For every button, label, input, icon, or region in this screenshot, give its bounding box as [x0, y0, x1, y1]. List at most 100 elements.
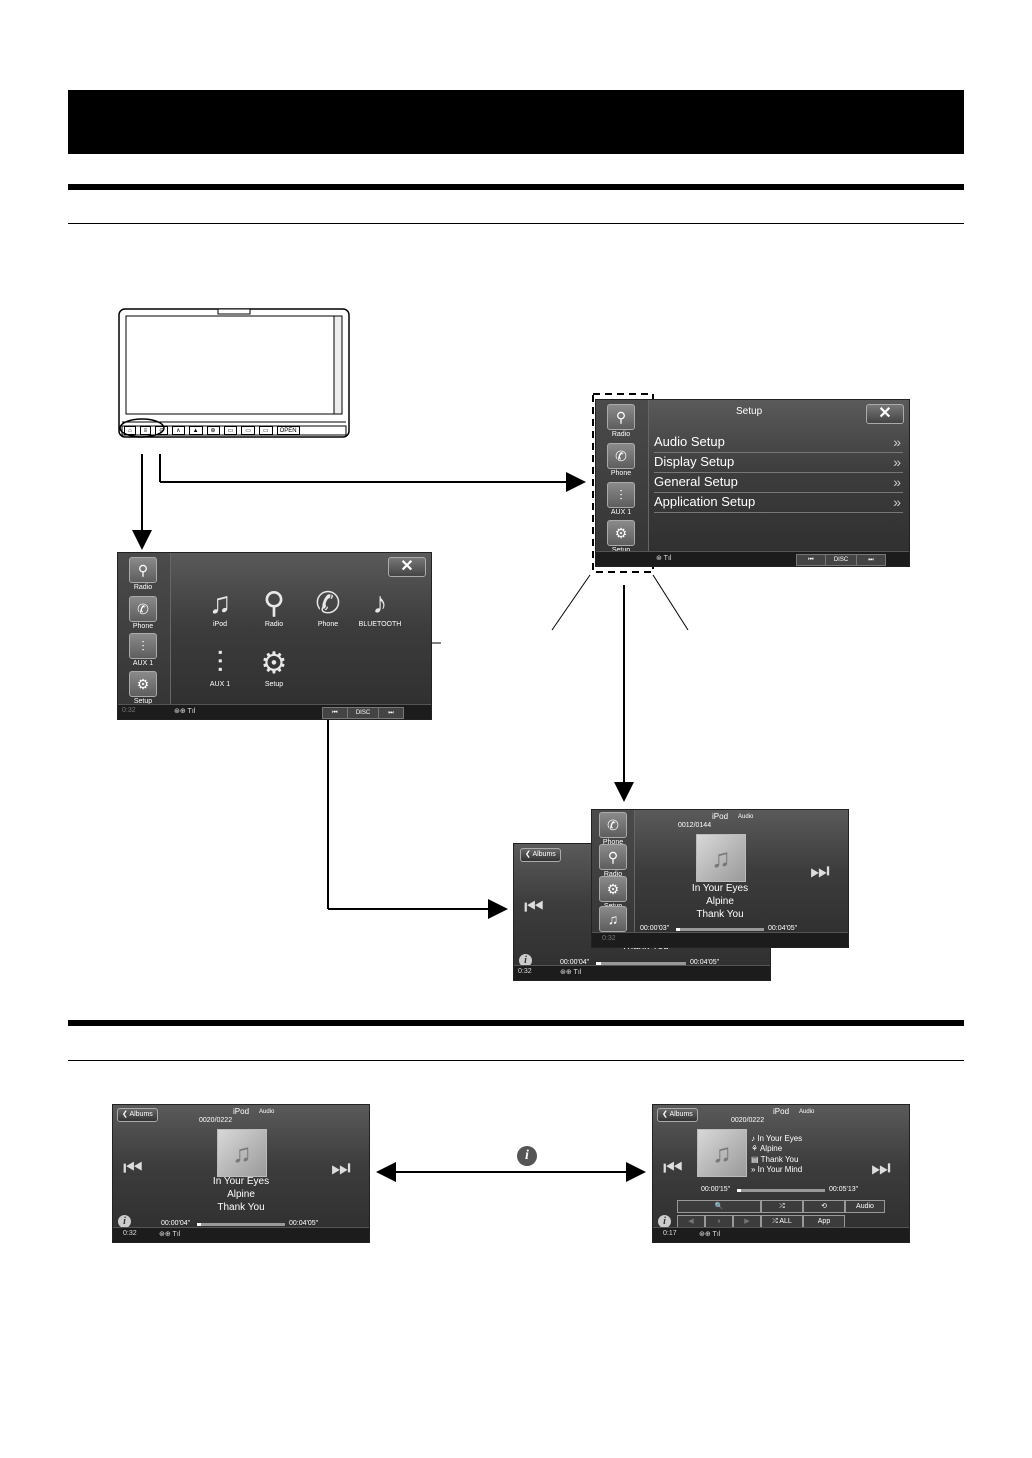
next-track-icon[interactable]: ⏭ — [810, 858, 830, 883]
search-icon: 🔍 — [714, 1203, 724, 1210]
home-icon-ipod[interactable]: ♫ iPod — [190, 587, 250, 628]
search-button[interactable]: 🔍 — [677, 1200, 761, 1213]
shuffle-button[interactable]: ⤮ — [761, 1200, 803, 1213]
home-icon-phone[interactable]: ✆ Phone — [298, 587, 358, 628]
sidebar-item-label: Radio — [603, 871, 623, 878]
progress-bar[interactable] — [197, 1223, 285, 1226]
device-button-5[interactable]: ▲ — [188, 426, 203, 435]
sidebar-item-label: Radio — [133, 584, 153, 591]
albums-button[interactable]: ❮ Albums — [657, 1108, 698, 1122]
home-icon-aux[interactable]: ⫶ AUX 1 — [190, 647, 250, 688]
albums-button[interactable]: ❮ Albums — [520, 848, 561, 862]
artist-name: ⚘ Alpine — [751, 1144, 783, 1153]
device-button-3[interactable]: ⊖ — [155, 426, 169, 435]
home-icon-radio[interactable]: ⚲ Radio — [244, 587, 304, 628]
info-icon[interactable]: i — [118, 1215, 131, 1228]
ipod-screen-basic: ❮ Albums iPod Audio 0020/0222 ♫ ⏮ ⏭ In Y… — [113, 1105, 369, 1242]
next-button[interactable]: ⏭ — [378, 707, 404, 719]
info-icon[interactable]: i — [658, 1215, 671, 1228]
next-button[interactable]: ⏭ — [856, 554, 886, 566]
device-button-4[interactable]: ∧ — [172, 426, 185, 435]
setup-icon: ⚙ — [607, 520, 635, 546]
home-icon-label: Radio — [264, 621, 284, 628]
ipod-sidebar: ✆ Phone ⚲ Radio ⚙ Setup ♫ iPod — [592, 810, 635, 947]
sidebar-item-radio[interactable]: ⚲ Radio — [596, 844, 630, 880]
prev-track-icon[interactable]: ⏮ — [663, 1155, 683, 1180]
sidebar-item-aux[interactable]: ⫶ AUX 1 — [126, 633, 160, 669]
mode-label: Audio — [738, 814, 754, 820]
prev-button[interactable]: ⏮ — [322, 707, 348, 719]
track-title: In Your Eyes — [691, 883, 749, 894]
sidebar-item-radio[interactable]: ⚲ Radio — [604, 404, 638, 440]
ipod-front-bottom-bar: 0:32 — [592, 932, 848, 947]
next-icon: ⏭ — [388, 710, 394, 716]
device-button-9[interactable]: ▭ — [258, 426, 273, 435]
device-open-button[interactable]: OPEN — [276, 426, 300, 435]
albums-label: Albums — [129, 1111, 153, 1118]
home-icon-setup[interactable]: ⚙ Setup — [244, 647, 304, 688]
disc-seek-button[interactable]: DISC SEEK — [347, 707, 379, 719]
clock: 0:32 — [518, 968, 532, 975]
phone-icon: ✆ — [315, 587, 341, 620]
albums-button[interactable]: ❮ Albums — [117, 1108, 158, 1122]
sidebar-item-label: Phone — [132, 623, 154, 630]
menu-item-label: Audio Setup — [654, 434, 725, 449]
audio-button[interactable]: Audio — [845, 1200, 885, 1213]
menu-item-application-setup[interactable]: Application Setup » — [654, 492, 903, 513]
sidebar-item-phone[interactable]: ✆ Phone — [604, 443, 638, 479]
status-icons: ⊛⊕ Tıl — [159, 1231, 181, 1238]
sidebar-item-radio[interactable]: ⚲ Radio — [126, 557, 160, 593]
setup-icon: ⚙ — [260, 647, 288, 680]
sidebar-item-aux[interactable]: ⫶ AUX 1 — [604, 482, 638, 518]
sidebar-item-setup[interactable]: ⚙ Setup — [596, 876, 630, 912]
track-counter: 0012/0144 — [678, 822, 712, 829]
sidebar-item-setup[interactable]: ⚙ Setup — [604, 520, 638, 556]
album-art: ♫ — [697, 1129, 747, 1177]
home-icon-label: AUX 1 — [209, 681, 231, 688]
next-track-icon[interactable]: ⏭ — [331, 1155, 351, 1180]
device-button-8[interactable]: ▭ — [241, 426, 255, 435]
close-button[interactable]: ✕ — [866, 404, 904, 424]
menu-item-label: General Setup — [654, 474, 738, 489]
sidebar-item-phone[interactable]: ✆ Phone — [596, 812, 630, 848]
menu-item-label: Display Setup — [654, 454, 735, 469]
progress-bar[interactable] — [737, 1189, 825, 1192]
info-icon: i — [517, 1146, 537, 1166]
chevron-right-icon: » — [893, 494, 901, 510]
repeat-button[interactable]: ⟲ — [803, 1200, 845, 1213]
menu-item-audio-setup[interactable]: Audio Setup » — [654, 432, 903, 453]
prev-icon: ⏮ — [332, 710, 338, 716]
source-label: iPod — [773, 1107, 790, 1116]
clock: 0:17 — [663, 1230, 677, 1237]
info-icon[interactable]: i — [519, 954, 532, 967]
home-icon-bluetooth[interactable]: ♪ BLUETOOTH — [350, 587, 410, 628]
device-button-1[interactable]: ⌂ — [124, 426, 136, 435]
album-name: Thank You — [696, 909, 744, 920]
mode-label: Audio — [259, 1109, 275, 1115]
progress-bar[interactable] — [676, 928, 764, 931]
track-counter: 0020/0222 — [731, 1117, 765, 1124]
home-button-highlight — [119, 418, 165, 438]
menu-item-general-setup[interactable]: General Setup » — [654, 472, 903, 493]
device-button-6[interactable]: ⊕ — [206, 426, 220, 435]
close-button[interactable]: ✕ — [388, 557, 426, 577]
prev-button[interactable]: ⏮ — [796, 554, 826, 566]
sidebar-item-setup[interactable]: ⚙ Setup — [126, 671, 160, 707]
elapsed-time: 00:00'04" — [560, 959, 590, 966]
setup-icon: ⚙ — [129, 671, 157, 697]
disc-seek-button[interactable]: DISC SEEK — [825, 554, 857, 566]
sidebar-item-label: Phone — [602, 839, 624, 846]
device-button-2[interactable]: ≡ — [139, 426, 152, 435]
menu-item-label: Application Setup — [654, 494, 756, 509]
device-button-7[interactable]: ▭ — [223, 426, 238, 435]
menu-item-display-setup[interactable]: Display Setup » — [654, 452, 903, 473]
source-label: iPod — [712, 812, 729, 821]
prev-track-icon[interactable]: ⏮ — [524, 894, 544, 919]
albums-label: Albums — [669, 1111, 693, 1118]
sidebar-item-phone[interactable]: ✆ Phone — [126, 596, 160, 632]
prev-track-icon[interactable]: ⏮ — [123, 1155, 143, 1180]
next-track-icon[interactable]: ⏭ — [871, 1155, 891, 1180]
sidebar-item-label: Radio — [611, 431, 631, 438]
music-note-icon: ♫ — [232, 1138, 252, 1168]
progress-bar[interactable] — [596, 962, 686, 965]
